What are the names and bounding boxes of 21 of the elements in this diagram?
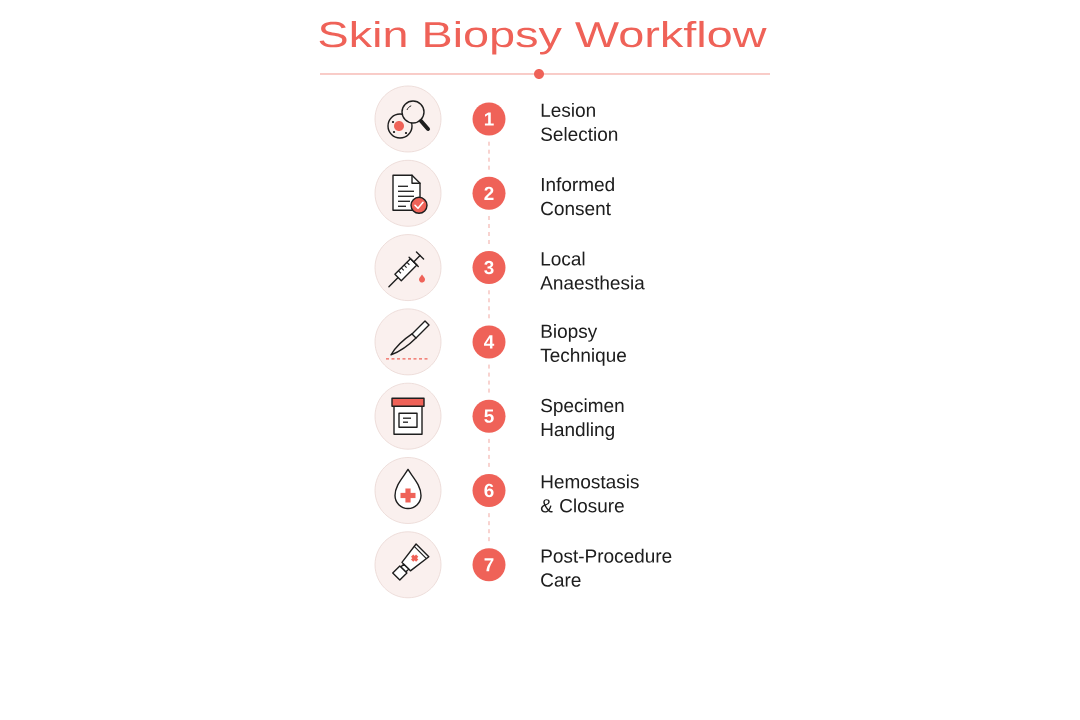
number-badge: 2: [472, 176, 506, 210]
connector-line: [488, 289, 490, 320]
number-badge: 7: [472, 548, 506, 582]
step-label: Informed Consent: [541, 177, 614, 216]
title: Skin Biopsy Workflow: [319, 20, 767, 55]
connector-line: [488, 438, 490, 469]
step-label: Hemostasis & Closure: [540, 474, 639, 513]
number-badge: 1: [472, 102, 506, 136]
number-badge: 3: [472, 251, 506, 285]
connector-line: [488, 364, 490, 394]
step-label: Local Anaesthesia: [540, 251, 645, 290]
step-label: Biopsy Technique: [540, 324, 626, 366]
number-badge: 6: [472, 474, 506, 507]
connector-line: [488, 141, 490, 172]
step-label: Post-Procedure Care: [541, 548, 672, 587]
step-label: Specimen Handling: [541, 398, 624, 441]
number-badge: 4: [472, 325, 506, 359]
connector-line: [488, 215, 490, 246]
step-label: Lesion Selection: [541, 103, 618, 141]
number-badge: 5: [472, 399, 506, 433]
connector-line: [488, 512, 490, 543]
